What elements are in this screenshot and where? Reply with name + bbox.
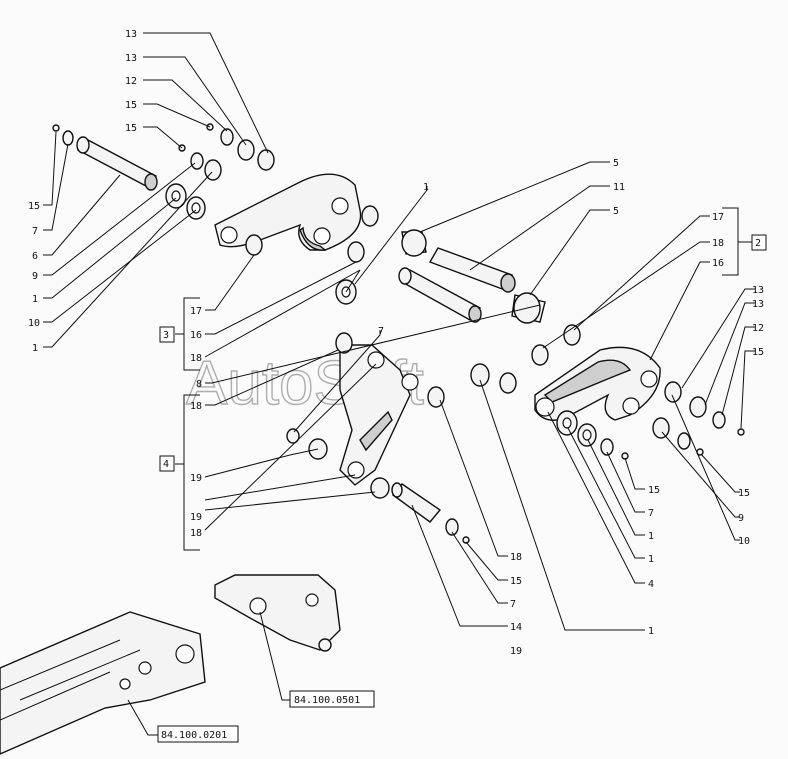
callout-13: 13: [125, 53, 137, 64]
group-bracket-4: 4: [159, 394, 200, 551]
leader-lines: [43, 32, 755, 736]
callout-15: 15: [125, 100, 137, 111]
callout-9: 9: [738, 513, 744, 524]
callout-18: 18: [190, 401, 202, 412]
callout-1: 1: [32, 294, 38, 305]
group-label-3: 3: [163, 330, 169, 341]
callout-15: 15: [125, 123, 137, 134]
reference-label-2: 84.100.0201: [161, 730, 227, 741]
callout-16: 16: [190, 330, 202, 341]
callout-9: 9: [32, 271, 38, 282]
callout-8: 8: [196, 379, 202, 390]
callout-14: 14: [510, 622, 522, 633]
callout-10: 10: [28, 318, 40, 329]
callout-4: 4: [648, 579, 654, 590]
reference-assembly-frame: [0, 611, 206, 755]
callout-5: 5: [613, 206, 619, 217]
callout-6: 6: [32, 251, 38, 262]
callout-12: 12: [752, 323, 764, 334]
callout-13: 13: [752, 285, 764, 296]
group-bracket-3: 3: [159, 297, 200, 371]
callout-7: 7: [32, 226, 38, 237]
lower-pin: [391, 482, 470, 544]
callout-15: 15: [738, 488, 750, 499]
callouts: 13 13 12 15 15 15 7 6 9 1 10 1 5 11 5 1 …: [28, 29, 764, 657]
center-pins: [398, 229, 546, 324]
callout-13: 13: [125, 29, 137, 40]
center-link: [286, 332, 445, 499]
callout-15: 15: [28, 201, 40, 212]
callout-7: 7: [648, 508, 654, 519]
callout-18: 18: [712, 238, 724, 249]
callout-18: 18: [510, 552, 522, 563]
callout-1: 1: [423, 182, 429, 193]
right-bracket: [470, 324, 661, 421]
callout-15: 15: [648, 485, 660, 496]
group-bracket-2: 2: [722, 207, 767, 276]
callout-17: 17: [712, 212, 724, 223]
callout-18: 18: [190, 353, 202, 364]
group-label-4: 4: [163, 459, 169, 470]
callout-7: 7: [510, 599, 516, 610]
callout-16: 16: [712, 258, 724, 269]
callout-1: 1: [648, 626, 654, 637]
callout-12: 12: [125, 76, 137, 87]
callout-19: 19: [510, 646, 522, 657]
upper-left-bracket: [214, 173, 362, 251]
callout-1: 1: [648, 554, 654, 565]
left-pin: [76, 136, 158, 191]
callout-7: 7: [378, 326, 384, 337]
callout-15: 15: [510, 576, 522, 587]
callout-15: 15: [752, 347, 764, 358]
reference-assembly-small: [214, 574, 341, 652]
callout-1: 1: [648, 531, 654, 542]
callout-10: 10: [738, 536, 750, 547]
reference-box-1[interactable]: 84.100.0501: [289, 690, 375, 708]
reference-label-1: 84.100.0501: [294, 695, 360, 706]
callout-19: 19: [190, 473, 202, 484]
callout-19: 19: [190, 512, 202, 523]
right-washers: [556, 381, 745, 460]
reference-box-2[interactable]: 84.100.0201: [157, 725, 239, 743]
callout-17: 17: [190, 306, 202, 317]
callout-5: 5: [613, 158, 619, 169]
group-label-2: 2: [755, 238, 761, 249]
callout-11: 11: [613, 182, 625, 193]
callout-18: 18: [190, 528, 202, 539]
callout-1: 1: [32, 343, 38, 354]
callout-13: 13: [752, 299, 764, 310]
